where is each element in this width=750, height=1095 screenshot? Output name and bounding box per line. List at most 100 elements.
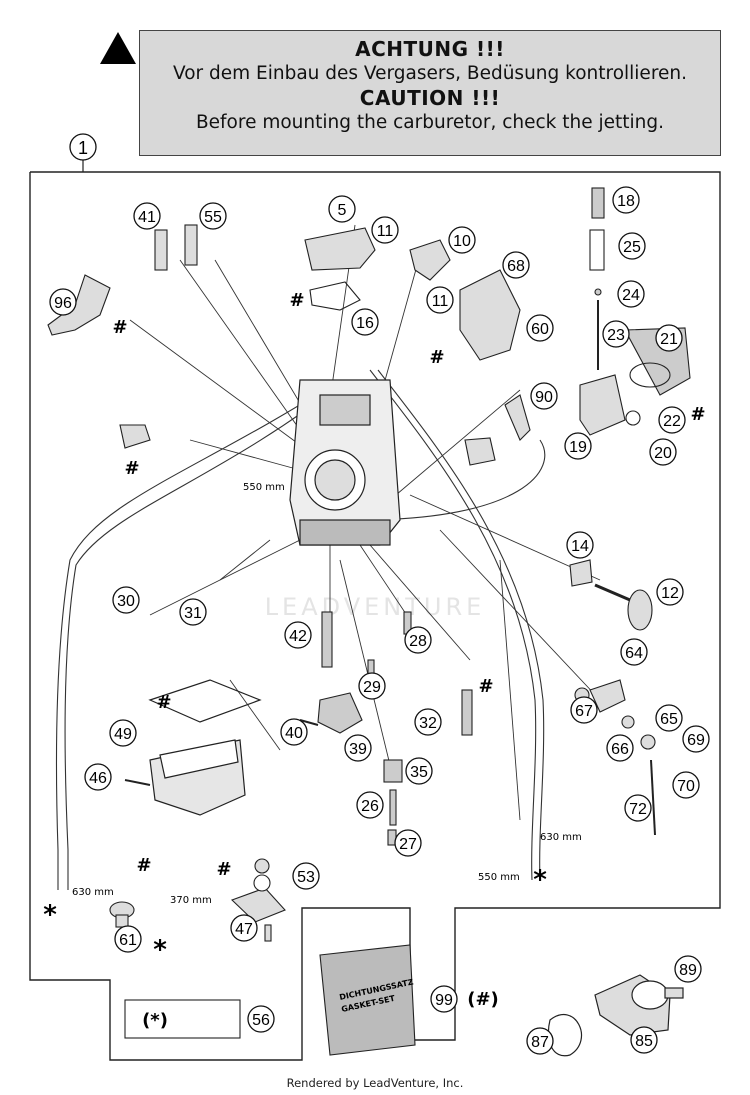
hash-paren-mark: (#) xyxy=(467,989,499,1010)
callout-number: 90 xyxy=(535,389,553,406)
hash-mark: # xyxy=(124,458,139,479)
callout-circle xyxy=(358,672,386,700)
hash-mark: # xyxy=(690,404,705,425)
hash-mark: # xyxy=(136,855,151,876)
callout-number: 21 xyxy=(660,331,678,348)
bracket-part xyxy=(409,239,521,361)
callout-circle xyxy=(672,771,700,799)
star-mark: * xyxy=(533,865,547,895)
callout-number: 53 xyxy=(297,869,315,886)
hash-mark: # xyxy=(112,317,127,338)
assembly-frame xyxy=(29,171,721,1061)
banner-heading-en: CAUTION !!! xyxy=(359,86,501,110)
callout-circle xyxy=(526,314,554,342)
callout-circle xyxy=(292,862,320,890)
callout-circle xyxy=(371,216,399,244)
callout-circle xyxy=(649,438,677,466)
callout-circle xyxy=(502,251,530,279)
callout-number: 72 xyxy=(629,801,647,818)
callout-number: 11 xyxy=(432,293,449,310)
callout-number: 20 xyxy=(654,445,672,462)
callout-circle xyxy=(284,621,312,649)
callout-circle xyxy=(617,280,645,308)
callout-circle xyxy=(656,578,684,606)
banner-heading-de: ACHTUNG !!! xyxy=(355,37,505,61)
callout-number: 26 xyxy=(361,798,379,815)
callout-circle xyxy=(658,406,686,434)
callout-number: 29 xyxy=(363,679,381,696)
banner-text-en: Before mounting the carburetor, check th… xyxy=(195,112,665,133)
callout-number: 24 xyxy=(622,287,640,304)
callout-circle xyxy=(526,1027,554,1055)
callout-number: 28 xyxy=(409,633,427,650)
callout-number: 10 xyxy=(453,233,471,250)
callout-circle xyxy=(112,586,140,614)
dimension-label: 630 mm xyxy=(72,887,114,898)
callout-number: 41 xyxy=(138,209,156,226)
callout-circle xyxy=(414,708,442,736)
callout-number: 14 xyxy=(571,538,589,555)
callout-number: 40 xyxy=(285,725,303,742)
callout-number: 64 xyxy=(625,645,643,662)
callout-number: 49 xyxy=(114,726,132,743)
hash-mark: # xyxy=(216,859,231,880)
callout-number: 89 xyxy=(679,962,697,979)
dimension-label: 370 mm xyxy=(170,895,212,906)
float-part xyxy=(299,692,363,734)
callout-number: 69 xyxy=(687,732,705,749)
dimension-label: 550 mm xyxy=(243,482,285,493)
callout-circle xyxy=(570,696,598,724)
callout-number: 46 xyxy=(89,770,107,787)
callout-circle xyxy=(564,432,592,460)
callout-circle xyxy=(624,794,652,822)
callout-circle xyxy=(430,985,458,1013)
star-paren-mark: (*) xyxy=(142,1010,168,1031)
callout-number: 39 xyxy=(349,741,367,758)
callout-number: 30 xyxy=(117,593,135,610)
intake-adapter-part xyxy=(547,974,684,1057)
callout-number: 5 xyxy=(338,202,347,219)
callout-number: 61 xyxy=(119,932,137,949)
star-mark: * xyxy=(43,900,57,930)
callout-circle xyxy=(49,288,77,316)
callout-circle xyxy=(602,320,630,348)
callout-number: 55 xyxy=(204,209,222,226)
callout-number: 22 xyxy=(663,413,681,430)
callout-number: 70 xyxy=(677,778,695,795)
needle-parts xyxy=(589,187,605,370)
callout-circle xyxy=(405,757,433,785)
callout-circle xyxy=(109,719,137,747)
callout-circle xyxy=(84,763,112,791)
callout-number: 67 xyxy=(575,703,593,720)
callout-number: 18 xyxy=(617,193,635,210)
callout-circle xyxy=(612,186,640,214)
watermark: LEADVENTURE xyxy=(265,593,486,621)
callout-circle xyxy=(328,195,356,223)
callout-number: 66 xyxy=(611,741,629,758)
callout-number: 56 xyxy=(252,1012,270,1029)
callout-number: 42 xyxy=(289,628,307,645)
hash-mark: # xyxy=(289,290,304,311)
misc-parts xyxy=(47,224,531,466)
warning-triangle-icon xyxy=(100,32,136,64)
callout-number: 27 xyxy=(399,836,417,853)
callout-circle xyxy=(247,1005,275,1033)
hoses xyxy=(55,369,546,890)
callout-circle xyxy=(179,598,207,626)
drain-plug-part xyxy=(109,901,135,928)
callout-circle xyxy=(566,531,594,559)
callout-number: 87 xyxy=(531,1034,549,1051)
callout-circle xyxy=(230,914,258,942)
callout-number: 99 xyxy=(435,992,453,1009)
callout-number: 85 xyxy=(635,1033,653,1050)
callout-circle xyxy=(404,626,432,654)
float-bowl-part xyxy=(124,679,262,816)
callout-circle xyxy=(394,829,422,857)
callout-circle xyxy=(655,704,683,732)
callout-circle xyxy=(351,308,379,336)
callout-circle xyxy=(618,232,646,260)
callout-number: 23 xyxy=(607,327,625,344)
callout-circle xyxy=(606,734,634,762)
callout-circle xyxy=(448,226,476,254)
caution-banner: ACHTUNG !!! Vor dem Einbau des Vergasers… xyxy=(139,30,721,156)
